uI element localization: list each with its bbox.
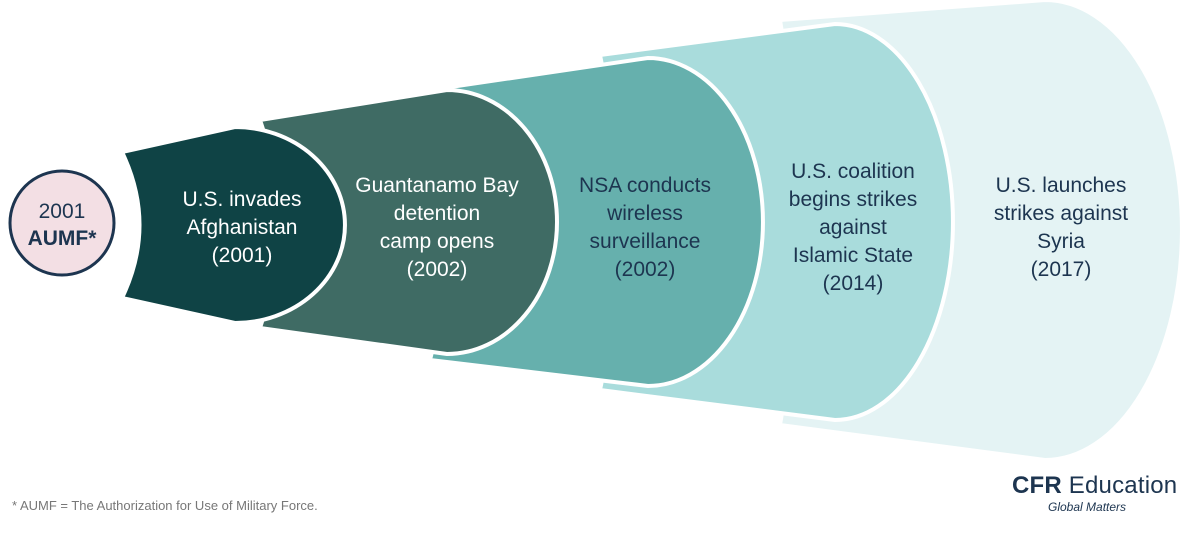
event-label-line: (2002) <box>406 258 468 281</box>
event-label-line: (2001) <box>211 244 273 267</box>
event-label-line: strikes against <box>993 202 1129 225</box>
event-label-line: (2014) <box>822 272 884 295</box>
brand-rest: Education <box>1061 472 1178 499</box>
origin-label: 2001 AUMF* <box>28 198 97 252</box>
event-label-line: Afghanistan <box>186 216 298 239</box>
event-label-line: NSA conducts <box>579 174 711 197</box>
origin-circle <box>8 169 116 277</box>
event-label-line: Syria <box>1037 230 1085 253</box>
brand-tagline: Global Matters <box>1048 500 1127 514</box>
origin-name: AUMF* <box>27 227 97 250</box>
event-label-line: surveillance <box>589 230 701 253</box>
event-label-line: U.S. coalition <box>791 160 915 183</box>
event-label-line: wireless <box>607 202 683 225</box>
event-label-line: U.S. launches <box>995 174 1127 197</box>
event-label-line: detention <box>393 202 481 225</box>
event-label-line: (2017) <box>1030 258 1092 281</box>
event-label-line: Islamic State <box>792 244 914 267</box>
event-label-2: Guantanamo Bay detention camp opens (2002) <box>355 172 518 284</box>
event-label-line: Guantanamo Bay <box>355 174 519 197</box>
event-label-line: U.S. invades <box>182 188 302 211</box>
event-label-line: camp opens <box>379 230 495 253</box>
brand-bold: CFR <box>1012 472 1062 499</box>
event-label-line: (2002) <box>614 258 676 281</box>
footnote: * AUMF = The Authorization for Use of Mi… <box>12 498 318 513</box>
cfr-education-logo: CFR Education Global Matters <box>1012 472 1178 514</box>
event-label-line: begins strikes <box>788 188 918 211</box>
origin-year: 2001 <box>38 200 86 223</box>
event-label-line: against <box>819 216 887 239</box>
event-label-3: NSA conducts wireless surveillance (2002) <box>579 172 711 284</box>
event-stage-1 <box>120 125 347 325</box>
